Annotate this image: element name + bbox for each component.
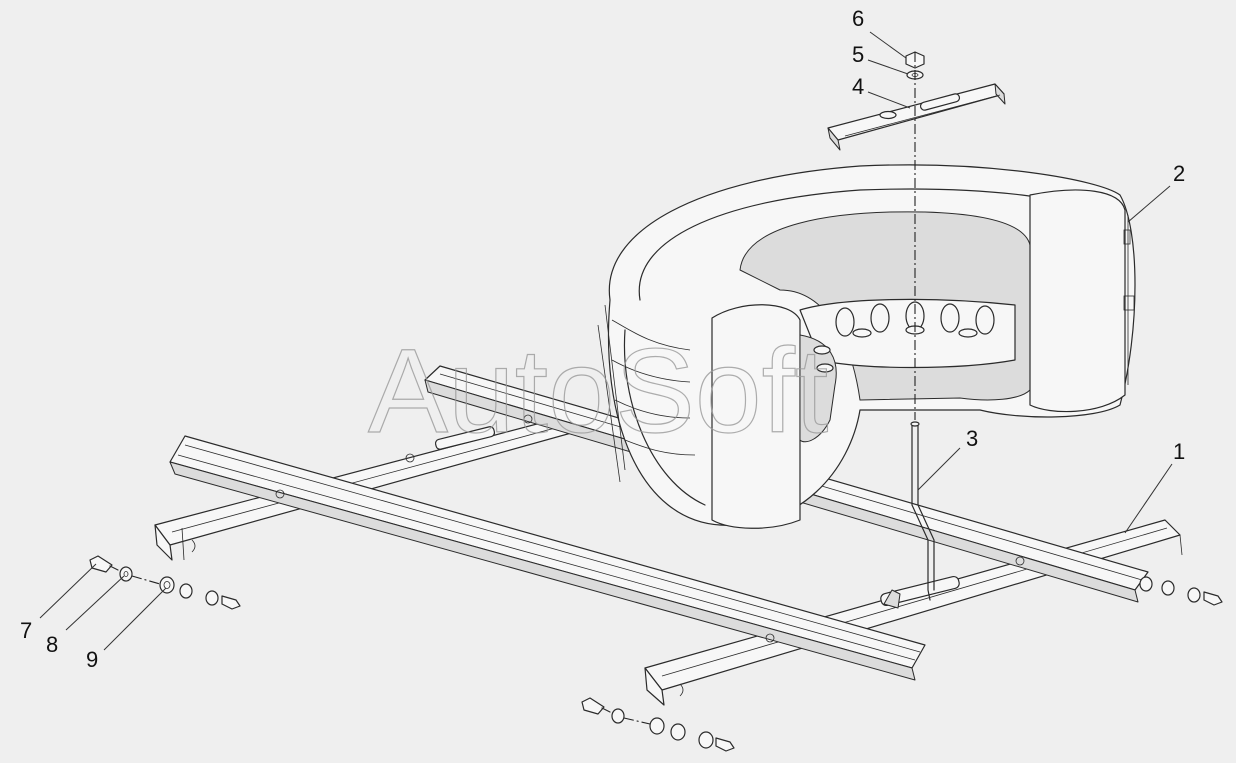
callout-9: 9 [86, 647, 98, 672]
spare-wheel-assembly [597, 164, 1136, 529]
longitudinal-member-front [169, 435, 926, 681]
watermark-text: AutoSoft [368, 324, 828, 458]
callout-3: 3 [966, 426, 978, 451]
clamp-bar [827, 83, 1006, 151]
callout-6: 6 [852, 6, 864, 31]
fastener-set-bottom [581, 697, 735, 752]
callout-8: 8 [46, 632, 58, 657]
fastener-set-right [1139, 576, 1223, 606]
fastener-set-left [89, 555, 241, 610]
callout-7: 7 [20, 618, 32, 643]
callout-4: 4 [852, 74, 864, 99]
callout-5: 5 [852, 42, 864, 67]
callout-2: 2 [1173, 161, 1185, 186]
leader-lines [39, 31, 1173, 651]
slot-plates [275, 414, 1025, 643]
hold-down-rod [883, 421, 935, 609]
callout-1: 1 [1173, 439, 1185, 464]
